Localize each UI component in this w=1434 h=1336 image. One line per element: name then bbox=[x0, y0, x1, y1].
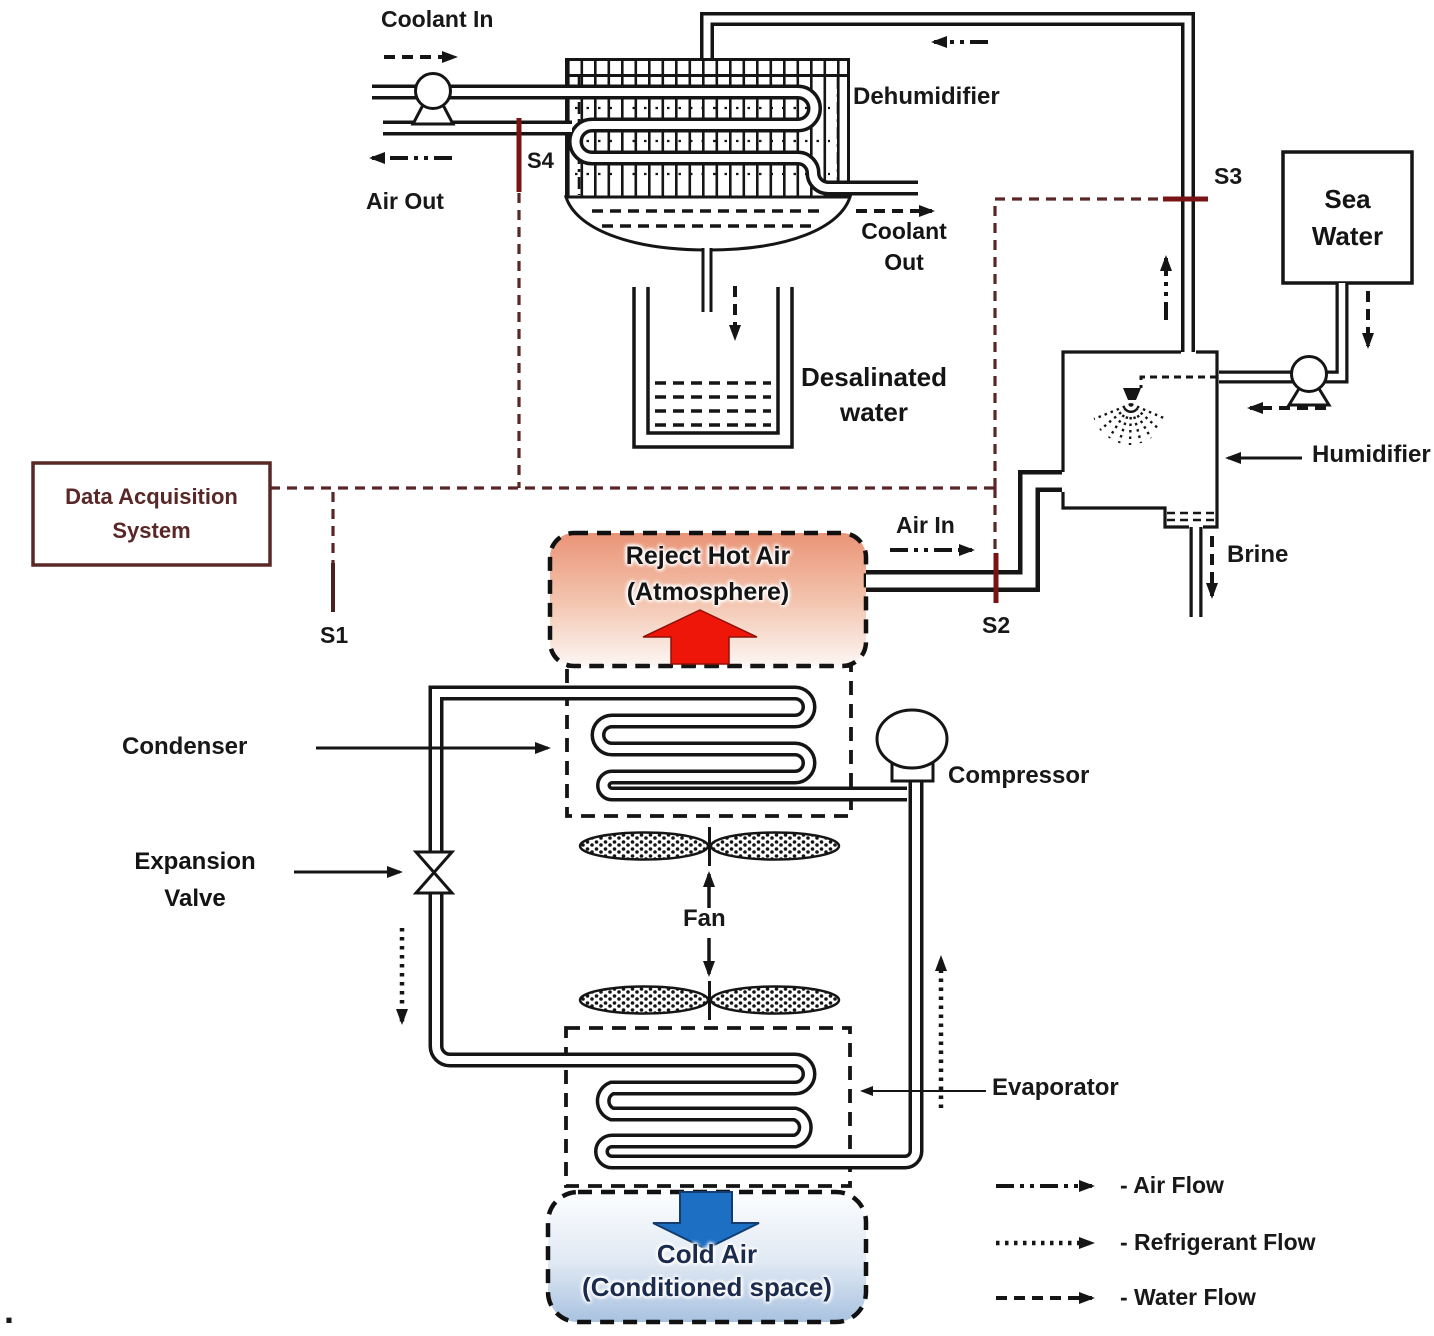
sensor-s3-label: S3 bbox=[1214, 163, 1243, 189]
compressor-label: Compressor bbox=[948, 762, 1090, 789]
evaporator-label: Evaporator bbox=[992, 1074, 1119, 1101]
daq-box bbox=[31, 461, 272, 567]
sea-water-label: Sea Water bbox=[1311, 184, 1384, 251]
cold-air-arrow bbox=[652, 1191, 760, 1251]
fan-symbol bbox=[578, 827, 841, 1020]
condenser-label: Condenser bbox=[122, 733, 248, 760]
air-out-label: Air Out bbox=[366, 188, 444, 214]
water-level-dashes bbox=[655, 381, 771, 427]
coolant-in-label: Coolant In bbox=[381, 6, 494, 32]
brine-sump-dashes bbox=[1167, 511, 1214, 522]
spray-nozzle bbox=[1093, 375, 1217, 446]
condenser-box bbox=[565, 664, 853, 818]
fan-label: Fan bbox=[683, 905, 726, 932]
label-arrows bbox=[294, 452, 1302, 1096]
caption-period: . bbox=[4, 1290, 15, 1331]
coolant-pump bbox=[410, 72, 456, 126]
dehumidifier-label: Dehumidifier bbox=[853, 83, 1000, 110]
condenser-coil bbox=[428, 685, 907, 852]
air-in-label: Air In bbox=[896, 512, 955, 538]
refrigerant-flow-arrows bbox=[396, 928, 947, 1108]
legend-air-label: - Air Flow bbox=[1120, 1172, 1224, 1198]
air-flow-arrows bbox=[369, 36, 1172, 556]
reject-hot-air-label: Reject Hot Air (Atmosphere) bbox=[625, 542, 791, 607]
daq-label: Data Acquisition System bbox=[65, 483, 238, 543]
daq-network bbox=[270, 118, 1208, 612]
pipes-inner bbox=[372, 15, 1346, 1166]
basin-water-dashes bbox=[592, 209, 824, 228]
desalinated-water-container bbox=[632, 287, 794, 449]
expansion-valve-label: Expansion Valve bbox=[134, 848, 256, 913]
sea-water-pump bbox=[1286, 355, 1332, 407]
sensor-s1-label: S1 bbox=[320, 622, 349, 648]
sensor-s2-label: S2 bbox=[982, 612, 1011, 638]
compressor-symbol bbox=[875, 708, 949, 783]
evaporator-box bbox=[564, 1026, 852, 1188]
coolant-out-label: Coolant Out bbox=[861, 218, 947, 276]
legend-refrigerant-label: - Refrigerant Flow bbox=[1120, 1229, 1316, 1255]
dehumidifier-basin bbox=[563, 195, 853, 252]
reject-hot-air-arrow bbox=[642, 609, 758, 665]
sensor-s4-label: S4 bbox=[527, 148, 554, 173]
brine-label: Brine bbox=[1227, 541, 1289, 568]
cold-air-label: Cold Air (Conditioned space) bbox=[582, 1239, 832, 1302]
legend-water-label: - Water Flow bbox=[1120, 1284, 1256, 1310]
humidifier-label: Humidifier bbox=[1312, 441, 1431, 468]
water-flow-arrows bbox=[384, 51, 1374, 599]
desalinated-water-label: Desalinated water bbox=[801, 362, 947, 428]
expansion-valve-symbol bbox=[412, 850, 456, 895]
legend-symbols bbox=[996, 1180, 1095, 1304]
humidifier-vessel bbox=[1061, 350, 1219, 529]
